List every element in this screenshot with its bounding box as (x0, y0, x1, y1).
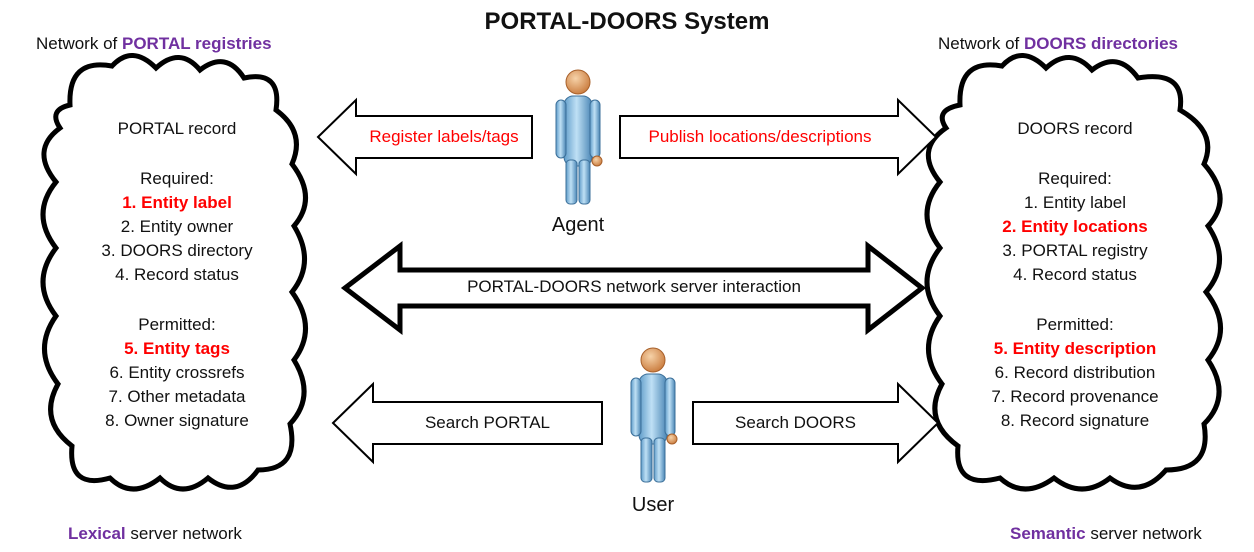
doors-required-item: 4. Record status (1013, 265, 1137, 284)
right-footer-highlight: Semantic (1010, 524, 1086, 543)
doors-required-item: 1. Entity label (1023, 193, 1127, 212)
agent-figure (555, 69, 603, 205)
agent-label: Agent (551, 214, 605, 236)
portal-registry-cloud (40, 53, 308, 492)
diagram-title: PORTAL-DOORS System (484, 8, 770, 35)
doors-required-item: 3. PORTAL registry (1002, 241, 1148, 260)
portal-required-heading: Required: (140, 169, 214, 188)
left-header-prefix: Network of (36, 34, 122, 53)
right-network-footer: Semantic server network (1010, 524, 1202, 544)
left-footer-highlight: Lexical (68, 524, 126, 543)
doors-record-title: DOORS record (1017, 119, 1133, 138)
left-footer-suffix: server network (125, 524, 242, 543)
search-portal-arrow (331, 381, 603, 465)
right-header-prefix: Network of (938, 34, 1024, 53)
right-footer-suffix: server network (1085, 524, 1202, 543)
portal-required-item: 2. Entity owner (120, 217, 234, 236)
interaction-arrow-label: PORTAL-DOORS network server interaction (467, 277, 801, 296)
interaction-double-arrow (340, 240, 927, 336)
doors-permitted-item: 8. Record signature (1000, 411, 1150, 430)
user-label: User (631, 494, 675, 516)
portal-permitted-item: 7. Other metadata (108, 387, 246, 406)
user-figure (630, 347, 678, 483)
portal-permitted-item: 8. Owner signature (105, 411, 249, 430)
left-network-footer: Lexical server network (68, 524, 242, 544)
doors-required-item: 2. Entity locations (1002, 217, 1148, 236)
left-header-highlight: PORTAL registries (121, 34, 272, 53)
doors-permitted-item: 6. Record distribution (994, 363, 1156, 382)
register-arrow-label: Register labels/tags (369, 127, 519, 146)
right-network-header: Network of DOORS directories (938, 34, 1178, 54)
search-doors-label: Search DOORS (735, 413, 856, 432)
portal-required-item: 4. Record status (115, 265, 239, 284)
right-header-highlight: DOORS directories (1023, 34, 1178, 53)
search-portal-label: Search PORTAL (424, 413, 551, 432)
portal-permitted-heading: Permitted: (138, 315, 216, 334)
doors-directory-cloud (924, 53, 1223, 492)
search-doors-arrow (692, 381, 940, 465)
portal-record-title: PORTAL record (117, 119, 237, 138)
doors-permitted-heading: Permitted: (1036, 315, 1114, 334)
doors-permitted-item: 5. Entity description (993, 339, 1157, 358)
portal-permitted-item: 6. Entity crossrefs (109, 363, 245, 382)
publish-arrow (619, 97, 938, 177)
doors-required-heading: Required: (1038, 169, 1112, 188)
left-network-header: Network of PORTAL registries (36, 34, 272, 54)
register-arrow (316, 97, 533, 177)
portal-required-item: 1. Entity label (122, 193, 232, 212)
publish-arrow-label: Publish locations/descriptions (648, 127, 872, 146)
doors-record: DOORS record Required: 1. Entity label 2… (960, 117, 1190, 433)
portal-record: PORTAL record Required: 1. Entity label … (72, 117, 282, 433)
portal-required-item: 3. DOORS directory (101, 241, 253, 260)
doors-permitted-item: 7. Record provenance (991, 387, 1159, 406)
portal-permitted-item: 5. Entity tags (124, 339, 230, 358)
